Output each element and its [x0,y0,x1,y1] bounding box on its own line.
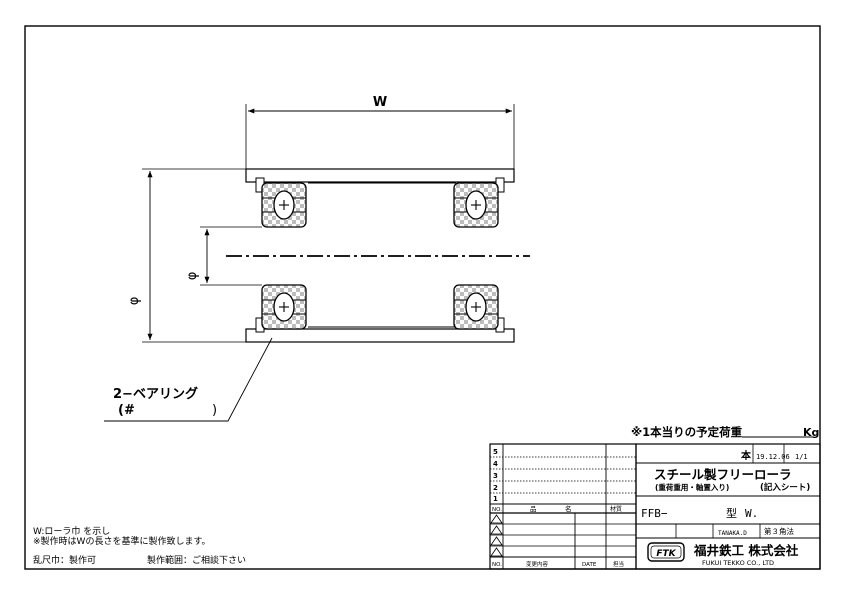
drawing-title: スチール製フリーローラ [654,467,792,482]
change-footer-content: 変更内容 [526,560,549,568]
note-width: W:ローラ巾 を示し [33,525,110,537]
parts-header-material: 材質 [610,505,622,513]
company-logo-box [647,542,685,562]
title-qty: 本 [741,449,752,462]
rev-row-4: 4 [493,460,498,468]
title-block [635,443,821,570]
inner-diameter-label: φ [185,272,200,281]
bearing-label: 2−ベアリング [113,386,198,402]
rev-row-3: 3 [493,472,498,480]
width-label: W [373,95,387,110]
drawing-frame [24,25,821,570]
load-note-label: ※1本当りの予定荷重 [631,425,743,439]
projection-method: 第３角法 [764,526,794,536]
drawn-by: TANAKA.D [718,530,747,537]
parts-header-name: 名 [565,504,572,513]
rev-row-2: 2 [493,484,498,492]
note-basis: ※製作時はWの長さを基準に製作致します。 [33,535,211,547]
title-sheet: 1/1 [795,453,808,461]
drawing-subtitle-1: (重荷重用・軸置入り) [655,482,729,492]
top-plate [245,168,515,183]
model-suffix: W. [745,507,758,520]
company-name-en: FUKUI TEKKO CO., LTD [702,559,774,567]
bearing-number-close: ) [212,403,217,418]
bearing-number-open: (# [118,403,135,418]
model-mid: 型 [726,506,737,520]
parts-header-item: 品 [530,505,537,513]
change-footer-date: DATE [582,562,597,568]
outer-diameter-label: φ [127,297,142,306]
load-note-unit: Kg [803,426,819,439]
note-random-width: 乱尺巾：製作可 [33,554,96,566]
bearing-top-right [453,182,499,228]
model-prefix: FFB− [641,507,668,520]
bearing-bottom-left [261,284,307,330]
bearing-top-left [261,182,307,228]
company-name-jp: 福井鉄工 株式会社 [693,543,799,558]
bearing-bottom-right [453,284,499,330]
change-footer-person: 担当 [613,560,624,568]
bottom-plate [245,328,515,343]
rev-row-1: 1 [493,495,498,503]
company-logo: FTK [656,549,676,559]
rev-row-5: 5 [493,448,498,456]
drawing-subtitle-2: (記入シート) [760,482,810,493]
title-date: 19.12.06 [756,453,790,461]
change-footer-no: NO. [492,562,502,568]
roller-drawing [104,104,530,422]
note-range: 製作範囲：ご相談下さい [147,554,246,566]
parts-header-no: NO. [492,507,502,513]
bearing-leader-line [104,337,273,422]
